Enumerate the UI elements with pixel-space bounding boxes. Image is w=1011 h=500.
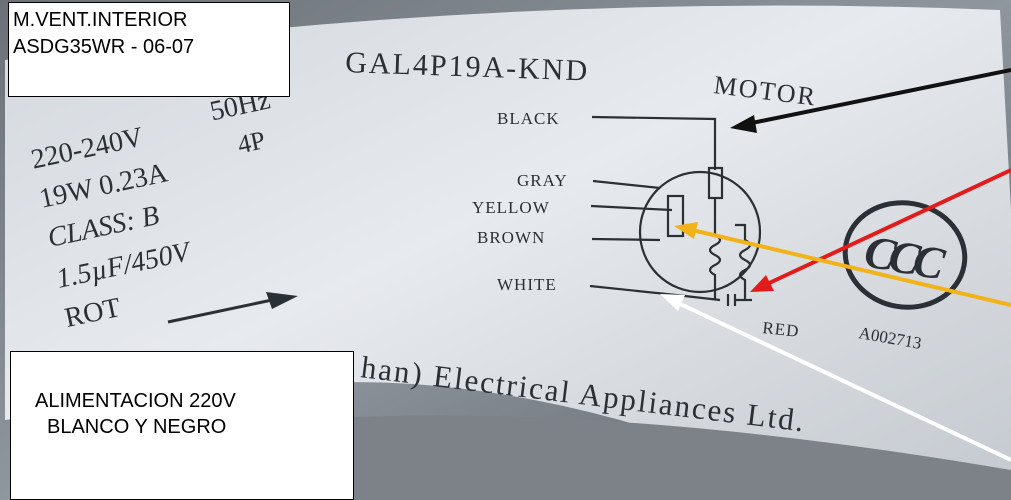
wire-black-line (591, 115, 717, 170)
wire-brown-line (591, 237, 661, 242)
rotation-arrowhead (266, 292, 298, 309)
arrow-black (746, 68, 1011, 126)
spec-poles: 4P (235, 125, 268, 159)
winding-left (666, 194, 685, 238)
wire-white-label: WHITE (497, 275, 557, 294)
coil-main (708, 198, 722, 300)
wire-black-label: BLACK (497, 109, 560, 128)
wire-gray-label: GRAY (517, 171, 568, 190)
arrow-orange (691, 228, 1011, 307)
arrow-red-head (750, 275, 774, 292)
arrow-red (764, 168, 1011, 287)
motor-housing-lower (300, 415, 1011, 500)
callout-model-line: M.VENT.INTERIOR (13, 9, 188, 31)
annotation-arrows (660, 68, 1011, 462)
callout-power-line: ALIMENTACION 220V (35, 390, 236, 412)
arrow-black-head (730, 115, 757, 133)
capacitor-symbol (726, 294, 745, 306)
arrow-orange-head (674, 222, 698, 239)
callout-wires-line: BLANCO Y NEGRO (47, 416, 227, 438)
ccc-ellipse (842, 200, 968, 310)
wire-yellow-label: YELLOW (472, 198, 550, 217)
wiring-diagram (589, 115, 762, 306)
wire-red-label: RED (762, 318, 801, 341)
wire-yellow-line (590, 204, 673, 212)
motor-symbol-circle (638, 170, 762, 294)
power-callout-box: ALIMENTACION 220V BLANCO Y NEGRO (10, 351, 354, 500)
callout-part-line: ASDG35WR - 06-07 (13, 36, 195, 58)
arrow-white (675, 300, 1011, 462)
arrow-white-head (660, 294, 685, 311)
rotation-arrow (167, 298, 273, 324)
model-callout-box: M.VENT.INTERIOR ASDG35WR - 06-07 (8, 2, 290, 97)
wire-gray-line (592, 179, 661, 190)
wire-brown-label: BROWN (477, 228, 545, 247)
